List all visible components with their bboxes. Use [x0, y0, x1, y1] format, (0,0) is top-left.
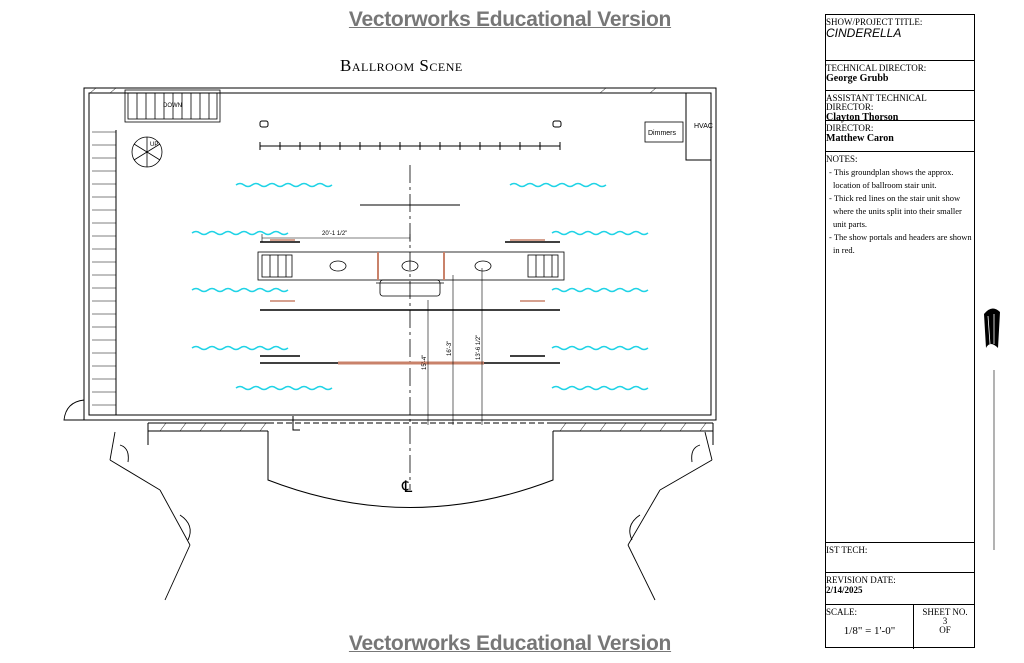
wall-hatch: [89, 87, 657, 94]
proscenium-hatch: [159, 422, 707, 432]
groundplan-drawing: DOWN UP Dimmers HVAC: [63, 87, 717, 601]
director-name: Matthew Caron: [826, 133, 894, 144]
note-item: Thick red lines on the stair unit show w…: [826, 192, 974, 231]
scale-cell: Scale: 1/8" = 1'-0": [826, 605, 914, 649]
project-label: Show/Project Title:: [826, 17, 923, 27]
watermark-bottom: Vectorworks Educational Version: [348, 632, 672, 655]
stair-unit: [257, 251, 565, 297]
dimmers-box: [644, 121, 684, 143]
scene-title: Ballroom Scene: [340, 56, 463, 75]
watermark-top: Vectorworks Educational Version: [348, 8, 672, 31]
scale-label: Scale:: [826, 607, 858, 617]
atd-label: Assistant Technical Director:: [826, 93, 927, 112]
sheet-of: OF: [939, 625, 951, 635]
ist-label: IST Tech:: [826, 545, 868, 555]
revision-label: Revision Date:: [826, 575, 896, 585]
crow-logo-icon: [984, 308, 1000, 348]
lineset-schedule: [92, 131, 116, 406]
notes-cell: Notes: This groundplan shows the approx.…: [826, 152, 974, 543]
wave-lines: [191, 182, 649, 391]
revision-cell: Revision Date: 2/14/2025: [826, 573, 974, 605]
director-cell: Director: Matthew Caron: [826, 121, 974, 152]
notes-label: Notes:: [826, 154, 858, 164]
td-label: Technical Director:: [826, 63, 927, 73]
sheet-label: Sheet No.: [922, 607, 968, 617]
portal-legs: [260, 239, 560, 365]
dim-depth-c: 13'-6 1/2": [476, 335, 482, 360]
director-label: Director:: [826, 123, 874, 133]
project-cell: Show/Project Title: CINDERELLA: [826, 15, 974, 61]
td-cell: Technical Director: George Grubb: [826, 61, 974, 91]
scale-value: 1/8" = 1'-0": [843, 625, 896, 637]
dimension-lines: [261, 234, 483, 425]
dim-width: 20'-1 1/2": [322, 231, 347, 237]
side-logo-strip: [984, 308, 1000, 550]
project-title: CINDERELLA: [826, 26, 902, 40]
atd-cell: Assistant Technical Director: Clayton Th…: [826, 91, 974, 123]
atd-name: Clayton Thorson: [826, 112, 899, 123]
hvac-label: HVAC: [694, 123, 713, 130]
note-item: The show portals and headers are shown i…: [826, 231, 974, 257]
dim-depth-b: 16'-3": [447, 341, 453, 356]
stairs-label: DOWN: [163, 103, 182, 109]
spiral-stairs-label: UP: [150, 142, 158, 148]
centerline-symbol: ℄: [401, 477, 413, 496]
note-item: This groundplan shows the approx. locati…: [826, 166, 974, 192]
dimmers-label: Dimmers: [648, 130, 676, 137]
ist-cell: IST Tech:: [826, 543, 974, 573]
spiral-stairs: [131, 136, 163, 168]
revision-date: 2/14/2025: [826, 585, 863, 595]
td-name: George Grubb: [826, 73, 889, 84]
stage-walls: [83, 87, 717, 421]
upstage-batten: [259, 120, 562, 150]
apron: [267, 431, 554, 508]
dim-depth-a: 15'-4": [422, 355, 428, 370]
sheet-cell: Sheet No. 3 OF: [914, 605, 976, 649]
stair-unit-splits: [377, 252, 445, 280]
sheet-number: 3: [942, 616, 948, 626]
house-walls: [63, 399, 713, 601]
notes-list: This groundplan shows the approx. locati…: [826, 166, 974, 257]
plaster-line-mark: [292, 416, 300, 431]
title-block: Show/Project Title: CINDERELLA Technical…: [825, 14, 976, 649]
stairs-down: [124, 89, 221, 123]
proscenium: [147, 422, 714, 445]
